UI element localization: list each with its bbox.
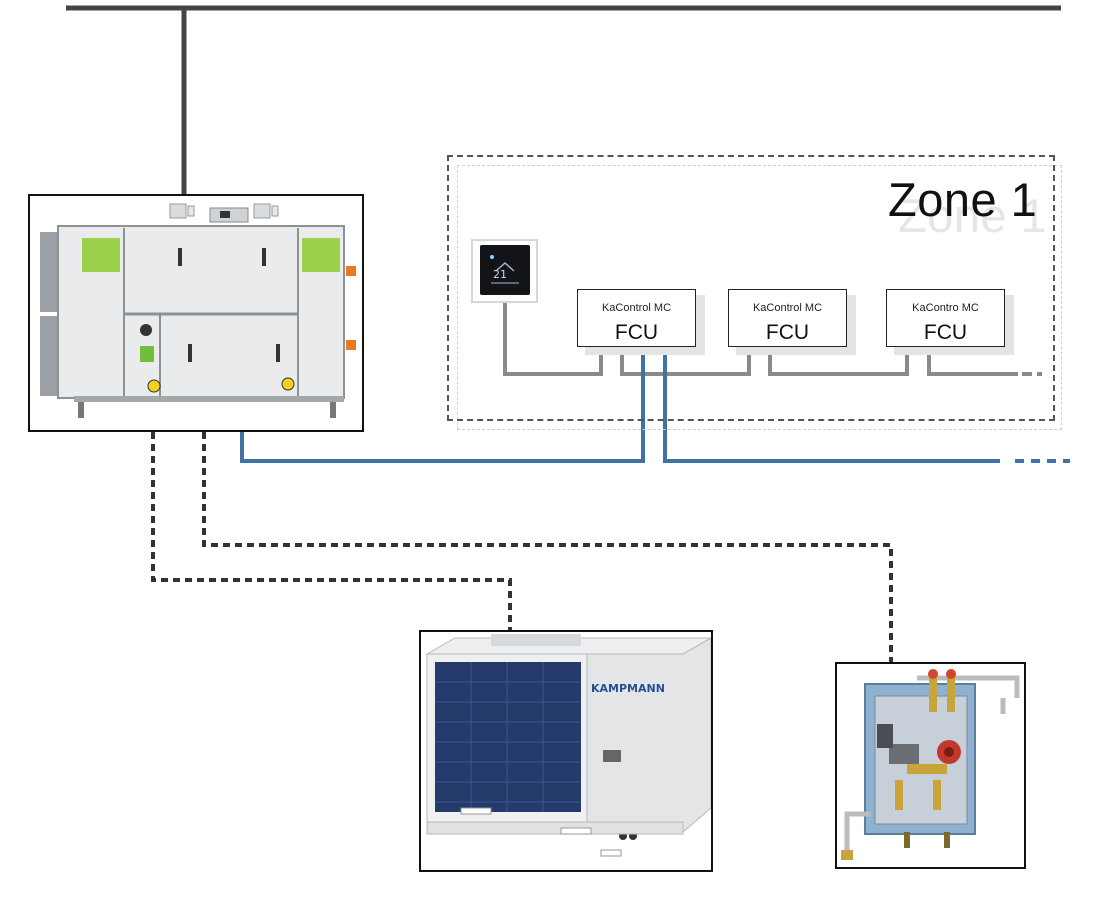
zone-title: Zone 1: [888, 173, 1038, 226]
fcu-box-2: KaControl MC FCU: [728, 289, 847, 347]
fcu-model-label: KaControl MC: [601, 302, 672, 314]
fcu-name-label: FCU: [614, 321, 659, 344]
hydraulic-module-frame: [835, 662, 1026, 869]
air-handling-unit-icon: [40, 203, 356, 418]
fcu-box-1: KaControl MC FCU: [577, 289, 696, 347]
fcu-name-label: FCU: [923, 321, 968, 344]
zone-title-shadow: Zone 1: [898, 189, 1048, 242]
thermostat-icon: [480, 245, 530, 295]
brand-logo: KAMPMANN: [591, 682, 665, 695]
fcu-box-3: KaContro MC FCU: [886, 289, 1005, 347]
refrigerant-piping: [151, 432, 893, 662]
zone-frame: [447, 155, 1055, 421]
hydraulic-module-icon: [841, 669, 1020, 860]
water-piping: [240, 348, 1000, 463]
chiller-icon: KAMPMANN: [425, 634, 713, 857]
control-wiring: [503, 303, 1018, 376]
chiller-frame: KAMPMANN: [419, 630, 713, 872]
zone-frame-shadow: [457, 165, 1062, 430]
thermostat-temperature: 21: [493, 268, 507, 281]
fcu-name-label: FCU: [765, 321, 810, 344]
fcu-model-label: KaContro MC: [912, 302, 979, 314]
fcu-model-label: KaControl MC: [752, 302, 823, 314]
thermostat-display-icon: [490, 255, 519, 284]
air-handling-unit-frame: [28, 194, 364, 432]
